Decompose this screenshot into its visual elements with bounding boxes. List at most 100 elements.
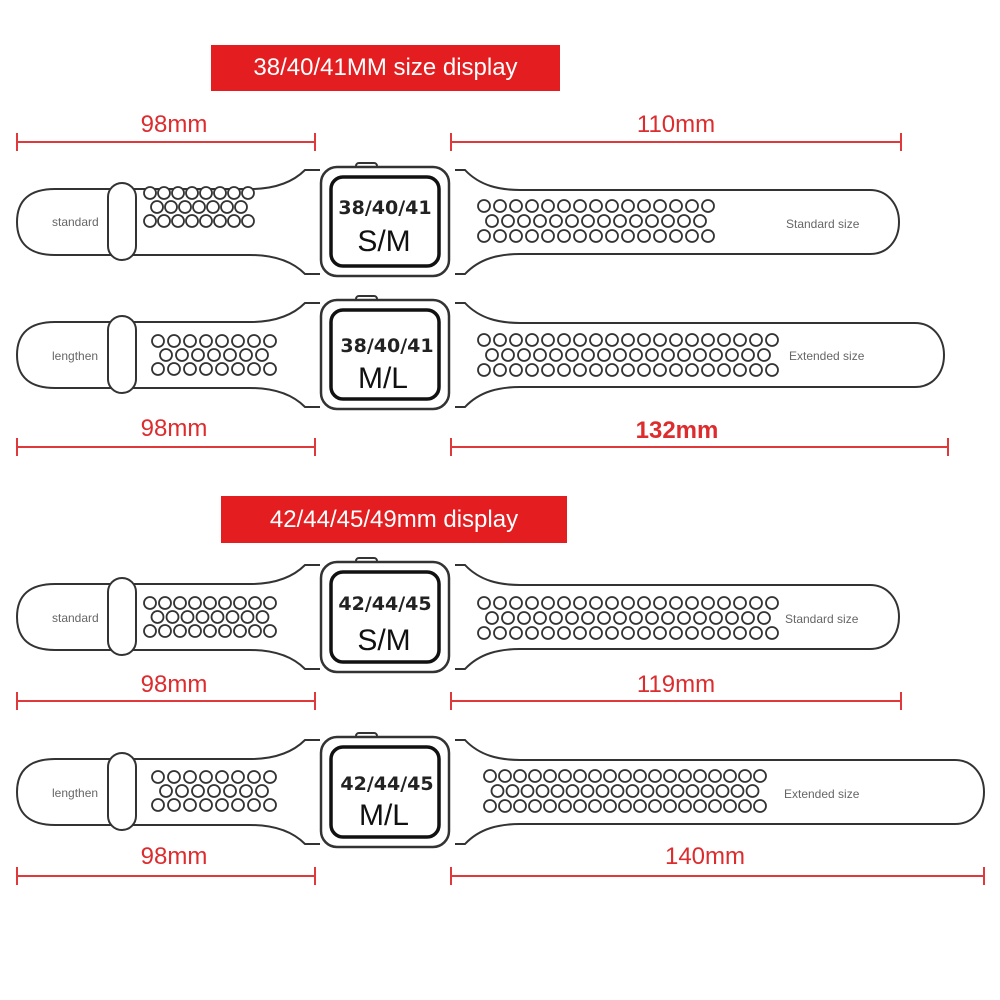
- strap-hole: [653, 626, 667, 640]
- strap-hole: [757, 348, 771, 362]
- strap-hole: [490, 784, 505, 798]
- strap-hole: [501, 214, 515, 228]
- strap-hole: [597, 214, 611, 228]
- strap-hole: [653, 229, 667, 243]
- strap-hole: [528, 769, 542, 783]
- strap-hole: [517, 348, 531, 362]
- strap-hole: [565, 611, 579, 625]
- strap-hole: [549, 611, 563, 625]
- strap-hole: [215, 362, 229, 376]
- strap-hole: [263, 770, 277, 784]
- strap-hole: [723, 769, 737, 783]
- strap-hole: [513, 799, 527, 813]
- strap-hole: [701, 596, 715, 610]
- band-size-label: S/M: [357, 624, 410, 657]
- strap-hole: [765, 626, 779, 640]
- strap-hole: [143, 186, 157, 200]
- dimension-short-s2-ml: 98mm: [16, 843, 316, 885]
- strap-hole: [701, 363, 715, 377]
- strap-hole: [227, 186, 241, 200]
- strap-hole: [717, 596, 731, 610]
- strap-hole: [741, 611, 755, 625]
- strap-hole: [234, 200, 248, 214]
- strap-hole: [621, 626, 635, 640]
- section-banner-38-40-41: 38/40/41MM size display: [211, 45, 560, 91]
- strap-hole: [605, 363, 619, 377]
- strap-hole: [151, 362, 165, 376]
- watch-case-s1-ml: 38/40/41 M/L: [319, 295, 451, 411]
- strap-hole: [738, 769, 752, 783]
- strap-hole: [203, 596, 217, 610]
- strap-hole: [203, 624, 217, 638]
- strap-hole: [621, 363, 635, 377]
- dimension-short-s2-sm: 98mm: [16, 671, 316, 710]
- strap-hole: [183, 770, 197, 784]
- long-strap-extended: Extended size: [455, 739, 986, 845]
- strap-hole: [581, 214, 595, 228]
- strap-hole: [158, 624, 172, 638]
- short-strap-standard: standard: [15, 564, 320, 670]
- strap-hole: [565, 214, 579, 228]
- strap-hole: [485, 611, 499, 625]
- strap-hole: [215, 770, 229, 784]
- strap-hole: [178, 200, 192, 214]
- strap-hole: [185, 214, 199, 228]
- strap-hole: [151, 334, 165, 348]
- strap-hole: [618, 769, 632, 783]
- strap-label: standard: [52, 215, 99, 229]
- strap-hole: [685, 784, 700, 798]
- strap-hole: [255, 784, 269, 798]
- watch-case-s1-sm: 38/40/41 S/M: [319, 162, 451, 278]
- strap-hole: [670, 784, 685, 798]
- strap-hole: [708, 769, 722, 783]
- strap-hole: [150, 610, 165, 624]
- strap-hole: [223, 784, 237, 798]
- strap-hole: [493, 333, 507, 347]
- strap-hole: [517, 611, 531, 625]
- strap-holes: [151, 770, 277, 812]
- strap-hole: [263, 798, 277, 812]
- strap-hole: [685, 333, 699, 347]
- strap-hole: [183, 798, 197, 812]
- strap-hole: [549, 348, 563, 362]
- strap-hole: [693, 799, 707, 813]
- strap-hole: [263, 624, 277, 638]
- strap-label: Extended size: [784, 787, 860, 801]
- long-strap-extended: Extended size: [455, 302, 946, 408]
- strap-hole: [493, 363, 507, 377]
- strap-hole: [533, 348, 547, 362]
- strap-hole: [557, 626, 571, 640]
- strap-hole: [745, 784, 760, 798]
- strap-hole: [231, 770, 245, 784]
- strap-hole: [207, 348, 221, 362]
- strap-hole: [175, 784, 189, 798]
- strap-hole: [541, 626, 555, 640]
- strap-hole: [483, 769, 497, 783]
- strap-hole: [565, 348, 579, 362]
- strap-hole: [725, 348, 739, 362]
- strap-holes: [151, 334, 277, 376]
- strap-hole: [557, 229, 571, 243]
- dimension-long-s1-bottom: 132mm: [450, 417, 949, 456]
- strap-hole: [640, 784, 655, 798]
- strap-hole: [653, 199, 667, 213]
- strap-hole: [199, 186, 213, 200]
- strap-hole: [509, 626, 523, 640]
- strap-hole: [525, 626, 539, 640]
- strap-label: lengthen: [52, 786, 98, 800]
- strap-hole: [485, 214, 499, 228]
- strap-hole: [158, 596, 172, 610]
- strap-label: standard: [52, 611, 99, 625]
- strap-hole: [557, 199, 571, 213]
- strap-hole: [247, 798, 261, 812]
- strap-hole: [167, 770, 181, 784]
- strap-hole: [753, 769, 767, 783]
- strap-hole: [543, 769, 557, 783]
- strap-hole: [247, 362, 261, 376]
- case-size-code: 42/44/45: [338, 593, 431, 615]
- strap-hole: [637, 626, 651, 640]
- strap-hole: [164, 200, 178, 214]
- strap-holes: [477, 596, 779, 640]
- strap-hole: [188, 624, 202, 638]
- short-strap-lengthen: lengthen: [15, 302, 320, 408]
